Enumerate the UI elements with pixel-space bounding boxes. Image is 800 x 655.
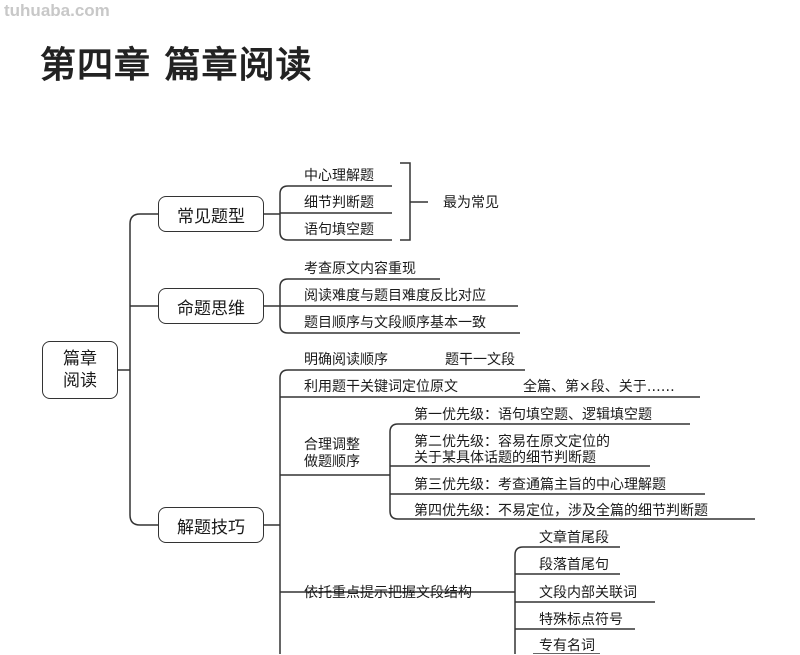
node-common-types[interactable]: 常见题型 [158,196,264,232]
root-node[interactable]: 篇章 阅读 [42,341,118,399]
leaf-thinking-2: 阅读难度与题目难度反比对应 [304,288,486,304]
leaf-adjust-line1: 合理调整 [304,437,360,453]
leaf-locate-detail: 全篇、第×段、关于…… [523,379,675,395]
leaf-order: 明确阅读顺序 [304,352,388,368]
leaf-order-detail: 题干一文段 [445,352,515,368]
structure-item-1: 文章首尾段 [539,530,609,546]
priority-3: 第三优先级：考查通篇主旨的中心理解题 [414,477,666,493]
watermark: tuhuaba.com [4,1,110,20]
node-skills[interactable]: 解题技巧 [158,507,264,543]
leaf-locate: 利用题干关键词定位原文 [304,379,458,395]
priority-1: 第一优先级：语句填空题、逻辑填空题 [414,407,652,423]
node-thinking[interactable]: 命题思维 [158,288,264,324]
leaf-common-3: 语句填空题 [304,222,374,238]
priority-4: 第四优先级：不易定位，涉及全篇的细节判断题 [414,503,708,519]
root-label-line2: 阅读 [63,371,97,391]
priority-2-line1: 第二优先级：容易在原文定位的 [414,434,610,450]
leaf-thinking-1: 考查原文内容重现 [304,261,416,277]
leaf-thinking-3: 题目顺序与文段顺序基本一致 [304,315,486,331]
leaf-adjust: 合理调整 做题顺序 [304,437,360,471]
node-skills-label: 解题技巧 [177,517,245,538]
structure-item-4: 特殊标点符号 [539,612,623,628]
page-title: 第四章 篇章阅读 [40,45,313,86]
leaf-common-2: 细节判断题 [304,195,374,211]
structure-item-2: 段落首尾句 [539,557,609,573]
node-thinking-label: 命题思维 [177,298,245,319]
leaf-structure: 依托重点提示把握文段结构 [304,585,472,601]
leaf-adjust-line2: 做题顺序 [304,454,360,470]
node-common-types-label: 常见题型 [177,206,245,227]
note-most-common: 最为常见 [443,195,499,211]
leaf-common-1: 中心理解题 [304,168,374,184]
structure-item-5: 专有名词 [539,638,595,654]
root-label-line1: 篇章 [63,349,97,369]
priority-2-line2: 关于某具体话题的细节判断题 [414,450,596,466]
structure-item-3: 文段内部关联词 [539,585,637,601]
